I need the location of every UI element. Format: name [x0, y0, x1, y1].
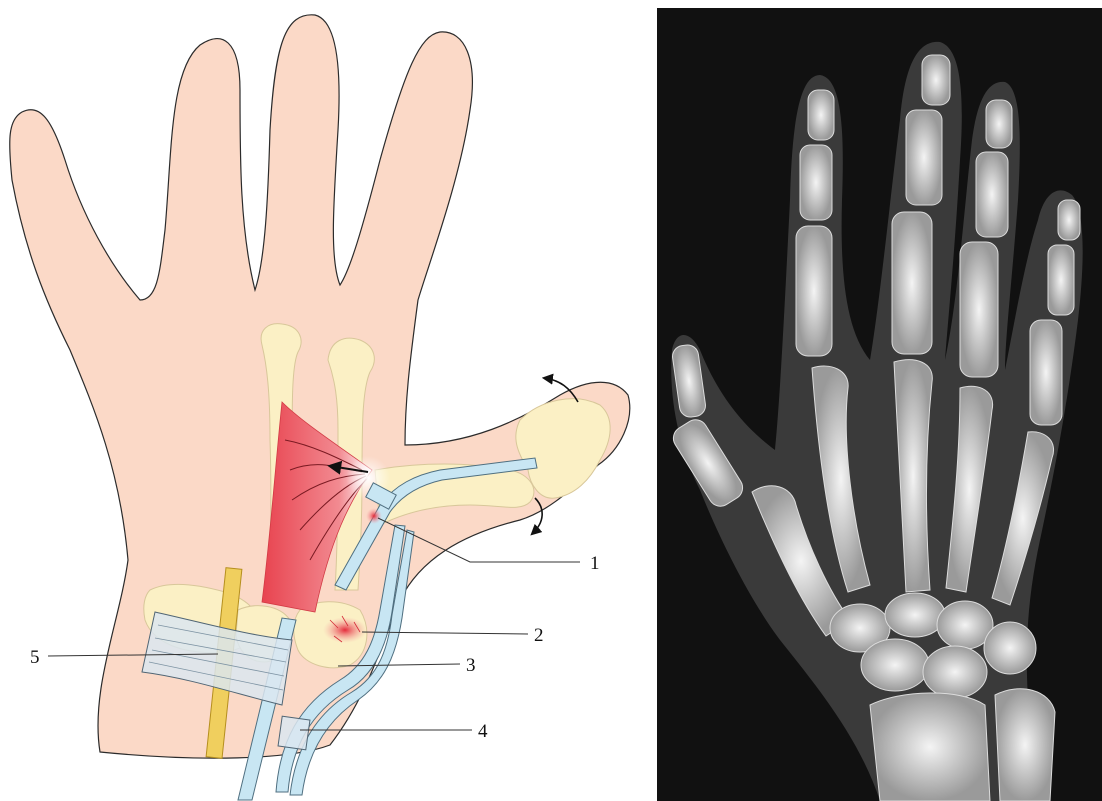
xray-carpal-5	[861, 639, 929, 691]
pulley	[278, 716, 310, 750]
callout-2: 2	[534, 625, 544, 646]
xray-little-proximal	[1030, 320, 1062, 425]
xray-ulna	[995, 689, 1055, 801]
xray-index-middle	[800, 145, 832, 220]
xray-radius	[870, 693, 990, 801]
hand-illustration: 1 2 3 4 5	[10, 15, 630, 800]
xray-carpal-2	[885, 593, 945, 637]
joint-inflammation	[366, 508, 382, 524]
xray-image	[657, 8, 1102, 801]
xray-ring-middle	[976, 152, 1008, 237]
xray-ring-proximal	[960, 242, 998, 377]
xray-index-proximal	[796, 226, 832, 356]
callout-3: 3	[466, 655, 476, 676]
xray-little-middle	[1048, 245, 1074, 315]
callout-4: 4	[478, 721, 488, 742]
xray-carpal-4	[984, 622, 1036, 674]
xray-middle-proximal	[892, 212, 932, 354]
xray-ring-distal	[986, 100, 1012, 148]
xray-middle-middle	[906, 110, 942, 205]
callout-1: 1	[590, 553, 600, 574]
xray-index-distal	[808, 90, 834, 140]
xray-carpal-6	[923, 646, 987, 698]
callout-5: 5	[30, 647, 40, 668]
xray-little-distal	[1058, 200, 1080, 240]
xray-middle-distal	[922, 55, 950, 105]
